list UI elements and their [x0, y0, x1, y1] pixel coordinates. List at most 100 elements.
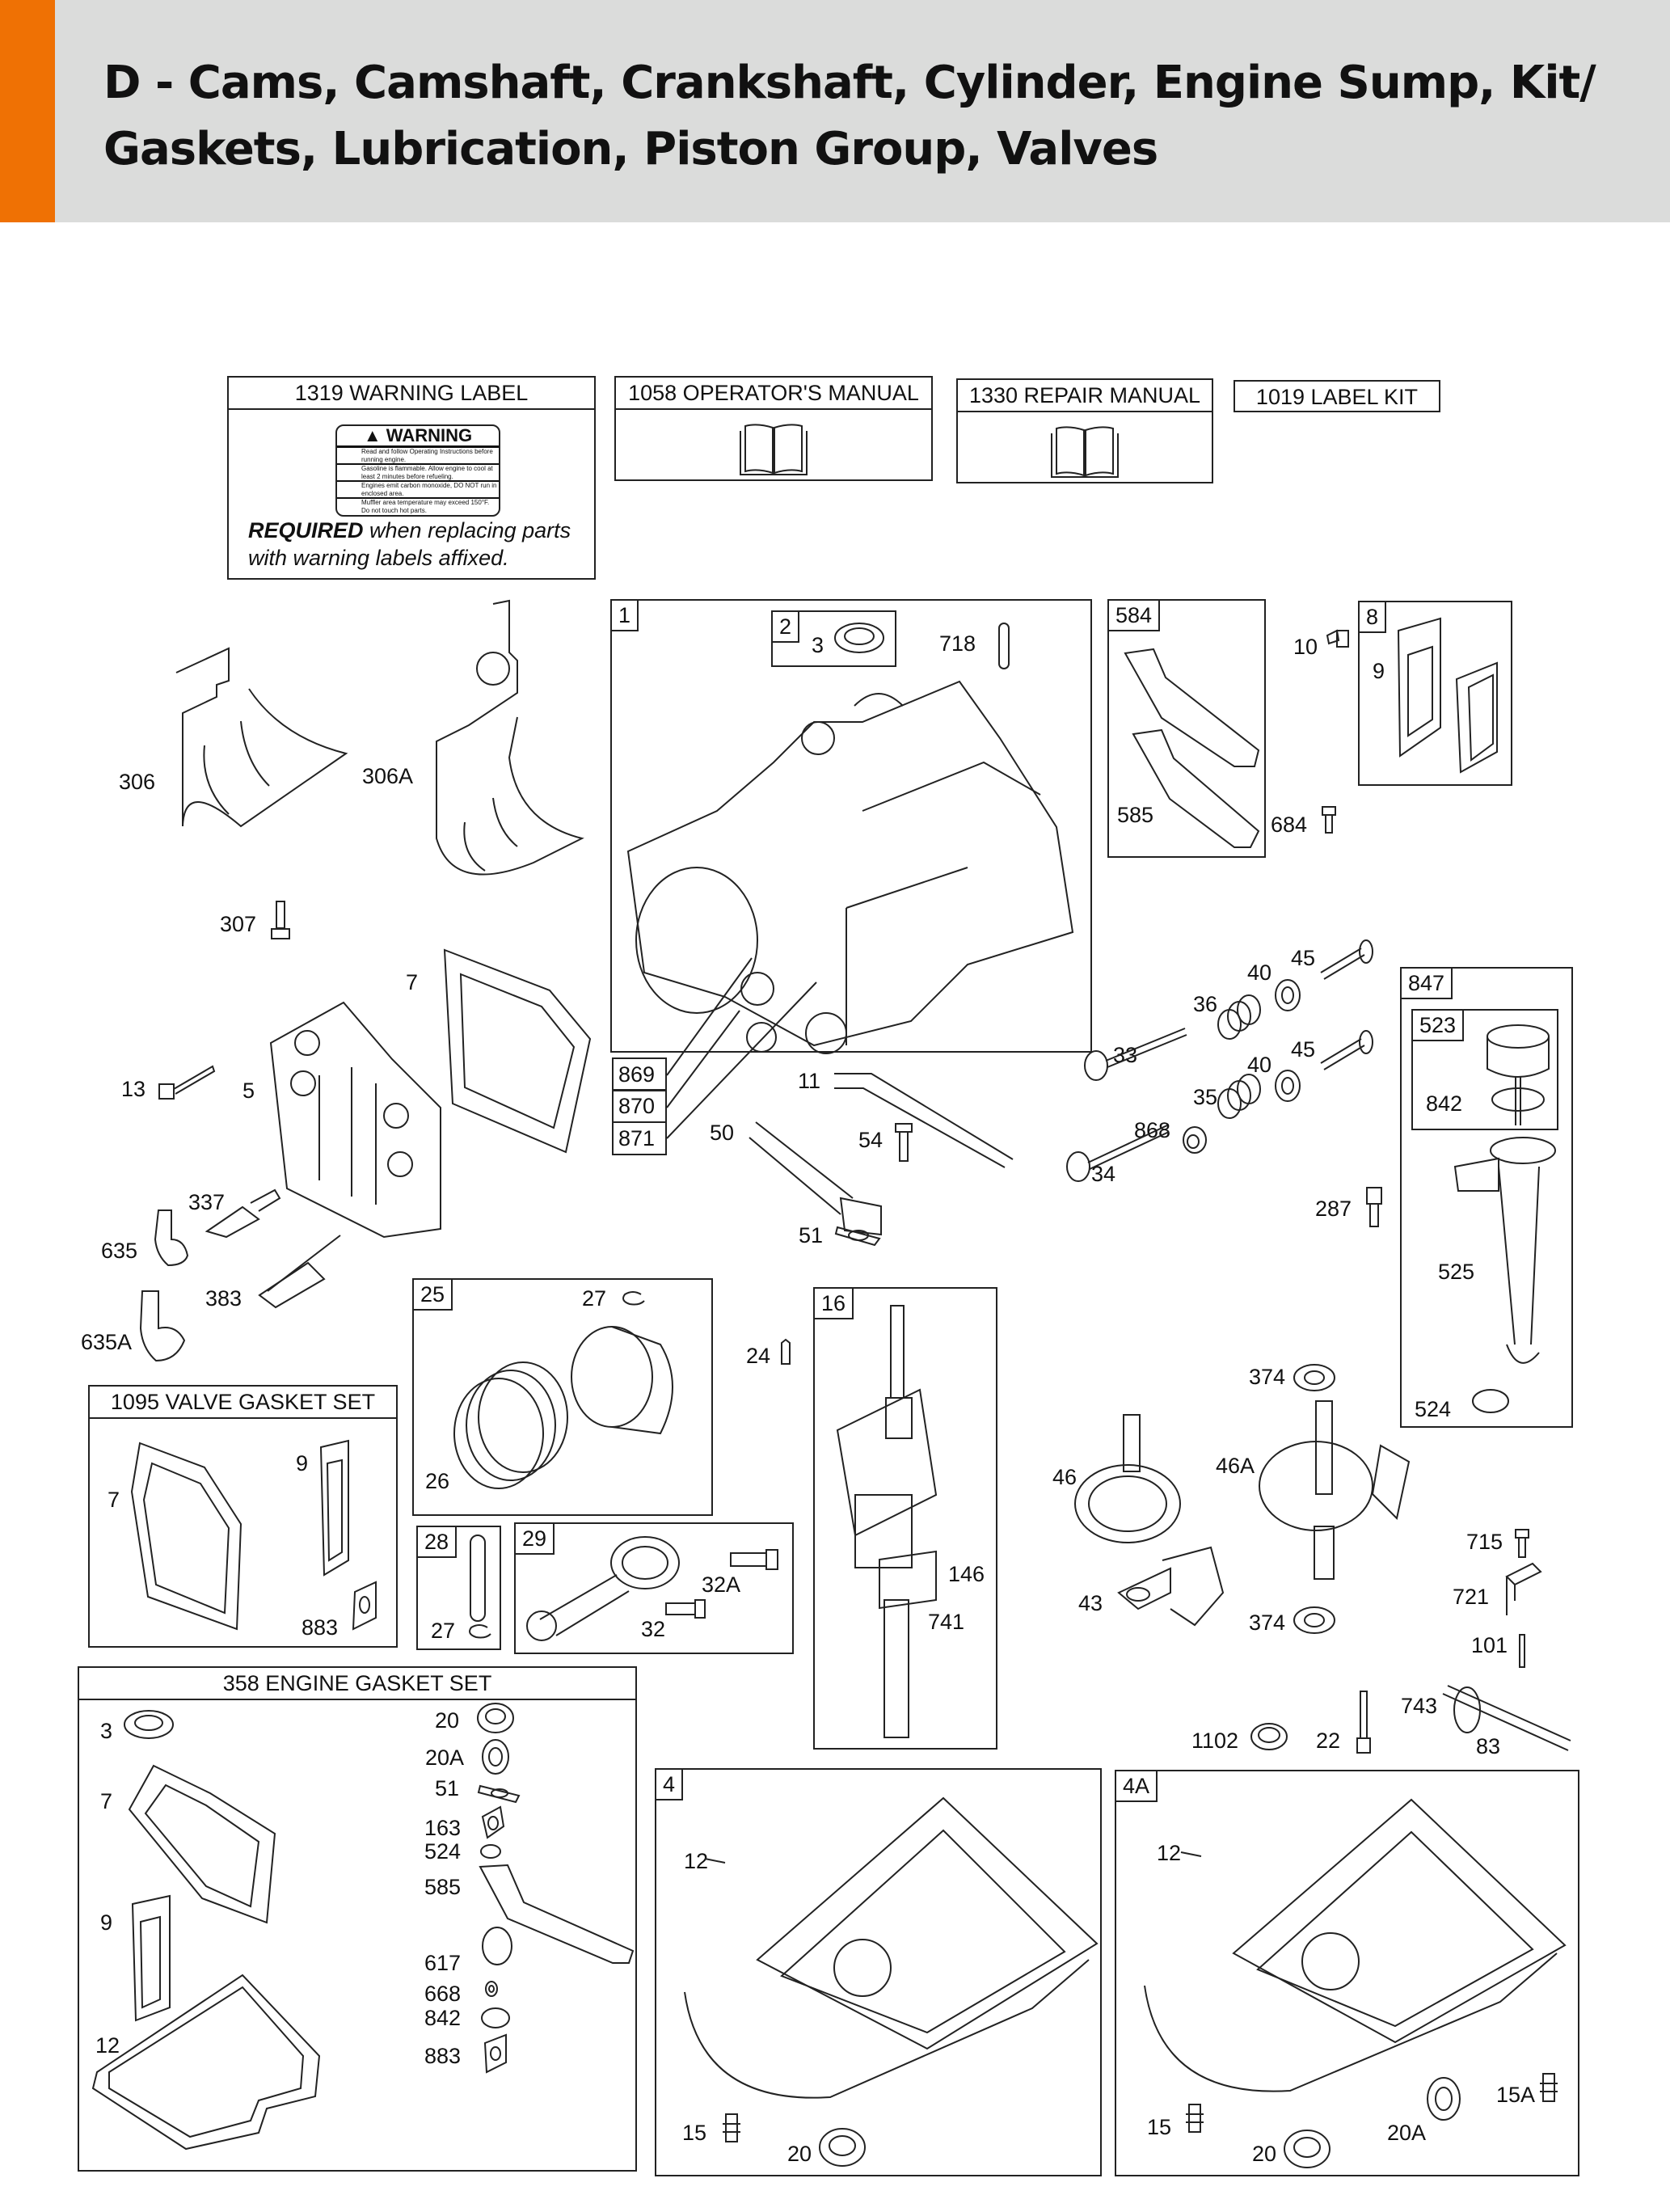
- plug-part-15[interactable]: [1183, 2101, 1207, 2135]
- washer-part-374b[interactable]: [1292, 1605, 1337, 1636]
- tappet-part-45b[interactable]: [1318, 1030, 1374, 1071]
- part-label-35[interactable]: 35: [1193, 1085, 1218, 1109]
- part-label-20a[interactable]: 20A: [1387, 2121, 1427, 2145]
- sump-alt-group[interactable]: 4A 12 15 20 20A 15A: [1115, 1770, 1579, 2176]
- part-label-307[interactable]: 307: [220, 912, 257, 936]
- part-label-40b[interactable]: 40: [1247, 1053, 1272, 1077]
- piston-pin-group[interactable]: 28 27: [416, 1526, 501, 1650]
- part-label-870[interactable]: 870: [612, 1089, 667, 1123]
- part-label-635[interactable]: 635: [101, 1239, 138, 1263]
- part-label-43[interactable]: 43: [1078, 1591, 1103, 1615]
- part-label-83[interactable]: 83: [1476, 1734, 1501, 1758]
- bolt-part-287[interactable]: [1364, 1184, 1384, 1229]
- part-label-585[interactable]: 585: [1117, 803, 1154, 827]
- part-label-11[interactable]: 11: [798, 1069, 821, 1093]
- part-label-715[interactable]: 715: [1466, 1530, 1503, 1554]
- part-label-287[interactable]: 287: [1315, 1197, 1352, 1221]
- part-label-617[interactable]: 617: [424, 1951, 462, 1975]
- part-label-7[interactable]: 7: [108, 1488, 120, 1512]
- sensor-part-383[interactable]: [251, 1231, 344, 1311]
- part-label-585[interactable]: 585: [424, 1875, 462, 1899]
- part-label-24[interactable]: 24: [746, 1344, 771, 1368]
- part-label-684[interactable]: 684: [1271, 813, 1308, 837]
- plug-part-15[interactable]: [719, 2111, 744, 2145]
- operators-manual-kit[interactable]: 1058 OPERATOR'S MANUAL: [614, 376, 933, 481]
- circlip-part-27[interactable]: [620, 1290, 647, 1307]
- connecting-rod-group[interactable]: 29 32A 32: [514, 1522, 794, 1654]
- part-label-743[interactable]: 743: [1401, 1694, 1438, 1718]
- bolt-part-32a[interactable]: [727, 1548, 784, 1572]
- part-label-50[interactable]: 50: [710, 1121, 735, 1145]
- part-label-45[interactable]: 45: [1291, 946, 1316, 970]
- seal-part-20[interactable]: [1281, 2127, 1333, 2171]
- o-ring-part-524[interactable]: [1470, 1387, 1511, 1416]
- part-label-883[interactable]: 883: [424, 2044, 462, 2068]
- warning-label-kit[interactable]: 1319 WARNING LABEL ▲ WARNING Read and fo…: [227, 376, 596, 580]
- part-label-27[interactable]: 27: [582, 1286, 607, 1311]
- dipstick-tube-group[interactable]: 847 523 842 525 524: [1400, 967, 1573, 1428]
- part-label-871[interactable]: 871: [612, 1121, 667, 1155]
- part-label-668[interactable]: 668: [424, 1982, 462, 2006]
- part-label-869[interactable]: 869: [612, 1057, 667, 1091]
- part-label-5[interactable]: 5: [242, 1079, 255, 1103]
- part-label-15[interactable]: 15: [1147, 2115, 1172, 2139]
- part-label-15a[interactable]: 15A: [1496, 2083, 1536, 2107]
- part-label-721[interactable]: 721: [1453, 1585, 1490, 1609]
- part-label-524[interactable]: 524: [424, 1839, 462, 1864]
- part-label-15[interactable]: 15: [682, 2121, 707, 2145]
- part-label-32[interactable]: 32: [641, 1617, 666, 1641]
- screw-part-715[interactable]: [1513, 1528, 1531, 1559]
- part-label-741[interactable]: 741: [928, 1610, 965, 1634]
- part-label-51[interactable]: 51: [799, 1223, 824, 1247]
- part-label-635a[interactable]: 635A: [81, 1330, 133, 1354]
- plug-part-10[interactable]: [1326, 627, 1352, 650]
- part-label-12[interactable]: 12: [684, 1849, 709, 1873]
- part-label-3[interactable]: 3: [812, 633, 824, 657]
- crankshaft-group[interactable]: 16 146 741: [813, 1287, 997, 1750]
- part-label-306[interactable]: 306: [119, 770, 156, 794]
- part-label-524[interactable]: 524: [1415, 1397, 1452, 1421]
- part-label-46[interactable]: 46: [1052, 1465, 1077, 1489]
- part-label-26[interactable]: 26: [425, 1469, 450, 1493]
- boot-part-635[interactable]: [152, 1207, 192, 1268]
- part-label-7[interactable]: 7: [100, 1789, 113, 1813]
- bolt-part-32[interactable]: [663, 1598, 711, 1619]
- repair-manual-kit[interactable]: 1330 REPAIR MANUAL: [956, 378, 1213, 483]
- part-label-13[interactable]: 13: [121, 1077, 146, 1101]
- part-label-1102[interactable]: 1102: [1191, 1729, 1239, 1753]
- dipstick-subgroup[interactable]: 523 842: [1411, 1009, 1558, 1130]
- bolt-part-13[interactable]: [156, 1062, 217, 1102]
- camshaft-part-46[interactable]: [1067, 1407, 1196, 1544]
- bolt-part-684[interactable]: [1319, 805, 1339, 834]
- piston-group[interactable]: 25 27 26: [412, 1278, 713, 1516]
- part-label-51[interactable]: 51: [435, 1776, 460, 1800]
- spark-plug-part-337[interactable]: [202, 1187, 283, 1239]
- seal-part-20a[interactable]: [1423, 2075, 1464, 2123]
- screw-part-307[interactable]: [268, 900, 293, 940]
- valve-spring-part-35[interactable]: [1217, 1071, 1262, 1120]
- part-label-20a[interactable]: 20A: [425, 1746, 465, 1770]
- tappet-part-45[interactable]: [1318, 939, 1374, 981]
- part-label-10[interactable]: 10: [1293, 635, 1318, 659]
- part-label-337[interactable]: 337: [188, 1190, 226, 1214]
- part-label-374b[interactable]: 374: [1249, 1610, 1286, 1635]
- part-label-7[interactable]: 7: [406, 970, 419, 994]
- tube-part-11[interactable]: [831, 1070, 1017, 1168]
- pin-part-101[interactable]: [1518, 1633, 1526, 1669]
- part-label-46a[interactable]: 46A: [1216, 1454, 1255, 1478]
- part-label-101[interactable]: 101: [1471, 1633, 1508, 1657]
- governor-part-43[interactable]: [1114, 1544, 1227, 1633]
- valve-spring-part-36[interactable]: [1217, 992, 1262, 1041]
- part-label-20[interactable]: 20: [787, 2142, 812, 2166]
- screw-part-54[interactable]: [893, 1122, 914, 1163]
- cylinder-head-part-5[interactable]: [263, 994, 449, 1239]
- oil-seal-part-3[interactable]: [831, 620, 888, 661]
- part-label-525[interactable]: 525: [1438, 1260, 1475, 1284]
- sump-group[interactable]: 4 12 15 20: [655, 1768, 1102, 2176]
- retainer-part-40[interactable]: [1273, 978, 1302, 1012]
- camshaft-part-46a[interactable]: [1251, 1397, 1413, 1583]
- tube-part-50[interactable]: [748, 1117, 885, 1239]
- valve-gasket-set-kit[interactable]: 1095 VALVE GASKET SET 7 9 883: [88, 1385, 398, 1648]
- engine-gasket-set-kit[interactable]: 358 ENGINE GASKET SET 3 7 9 12 20 20A 51…: [78, 1666, 637, 2172]
- boot-part-635a[interactable]: [136, 1288, 192, 1365]
